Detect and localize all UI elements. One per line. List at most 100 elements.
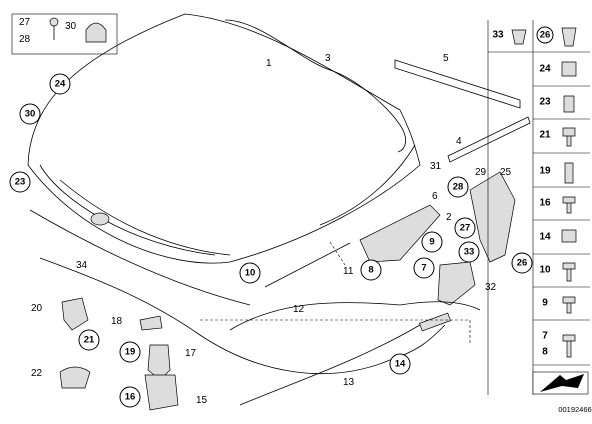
- sidebar-label-7: 7: [542, 331, 548, 342]
- svg-text:8: 8: [368, 265, 373, 276]
- svg-text:24: 24: [55, 79, 66, 90]
- part-label-30: 30: [65, 21, 77, 32]
- part-label-3: 3: [325, 53, 331, 64]
- strip-5: [394, 59, 521, 109]
- part-label-32: 32: [485, 282, 497, 293]
- hinge-25: [469, 171, 516, 263]
- callout-30: 30: [19, 103, 41, 125]
- guide-dashed-2: [329, 241, 346, 266]
- emblem-icon: [90, 212, 110, 226]
- svg-text:23: 23: [15, 177, 26, 188]
- callout-8: 8: [360, 259, 382, 281]
- svg-text:14: 14: [539, 232, 551, 243]
- svg-text:9: 9: [429, 237, 434, 248]
- callout-9: 9: [421, 231, 443, 253]
- seal-3: [224, 19, 407, 153]
- svg-text:7: 7: [421, 263, 426, 274]
- svg-text:26: 26: [517, 258, 528, 269]
- bracket-32: [437, 261, 476, 306]
- sidebar-label-21: 21: [539, 130, 551, 141]
- callout-21: 21: [78, 329, 100, 351]
- svg-text:8: 8: [542, 347, 548, 358]
- callout-10: 10: [239, 262, 261, 284]
- part-label-27: 27: [19, 17, 31, 28]
- svg-text:7: 7: [542, 331, 548, 342]
- svg-text:10: 10: [539, 265, 551, 276]
- bolt-icon-7: [562, 334, 576, 358]
- hinge-2: [359, 204, 441, 263]
- release-handle-14: [419, 312, 451, 332]
- svg-text:23: 23: [539, 97, 551, 108]
- cable-13: [239, 324, 421, 406]
- callout-27: 27: [454, 217, 476, 239]
- part-label-15: 15: [196, 395, 208, 406]
- part-label-22: 22: [31, 368, 43, 379]
- seal-31: [319, 144, 416, 226]
- cable-12: [229, 301, 481, 331]
- svg-text:19: 19: [539, 166, 551, 177]
- sidebar-label-16: 16: [539, 198, 551, 209]
- callout-33: 33: [458, 241, 480, 263]
- clip-icon-14: [561, 229, 577, 243]
- svg-text:33: 33: [492, 30, 504, 41]
- svg-text:21: 21: [539, 130, 551, 141]
- part-label-1: 1: [266, 58, 272, 69]
- svg-text:16: 16: [125, 392, 136, 403]
- bolt-icon-27: [49, 17, 59, 40]
- strip-4: [447, 116, 531, 163]
- svg-text:14: 14: [395, 359, 406, 370]
- screw-icon-16: [562, 196, 576, 214]
- clip-icon-24: [561, 61, 577, 77]
- part-label-12: 12: [293, 304, 305, 315]
- part-label-34: 34: [76, 260, 88, 271]
- svg-text:27: 27: [460, 223, 471, 234]
- gas-strut-11: [264, 242, 351, 288]
- buffer-icon-23: [563, 95, 575, 113]
- part-label-13: 13: [343, 377, 355, 388]
- seal-31-lower: [29, 209, 251, 306]
- svg-text:21: 21: [84, 335, 95, 346]
- part-label-11: 11: [343, 266, 354, 277]
- svg-text:30: 30: [25, 109, 36, 120]
- svg-text:9: 9: [542, 298, 548, 309]
- lock-15: [144, 374, 179, 411]
- callout-16: 16: [119, 386, 141, 408]
- svg-text:16: 16: [539, 198, 551, 209]
- bolt-icon-9: [562, 296, 576, 314]
- grommet-icon-33: [511, 29, 527, 45]
- pin-icon-19: [564, 162, 574, 184]
- svg-text:10: 10: [245, 268, 256, 279]
- part-label-18: 18: [111, 316, 123, 327]
- latch-20: [61, 297, 89, 331]
- part-label-29: 29: [475, 167, 487, 178]
- callout-14: 14: [389, 353, 411, 375]
- callout-19: 19: [119, 341, 141, 363]
- callout-7: 7: [413, 257, 435, 279]
- svg-text:24: 24: [539, 64, 551, 75]
- sidebar-label-8: 8: [542, 347, 548, 358]
- sidebar-label-33: 33: [492, 30, 504, 41]
- svg-text:33: 33: [464, 247, 475, 258]
- hood-panel: [27, 13, 421, 264]
- clip-18: [139, 315, 163, 331]
- part-label-31: 31: [430, 161, 442, 172]
- sidebar-label-23: 23: [539, 97, 551, 108]
- svg-text:28: 28: [453, 182, 464, 193]
- sidebar-label-19: 19: [539, 166, 551, 177]
- callout-23: 23: [9, 171, 31, 193]
- part-label-2: 2: [446, 212, 452, 223]
- buffer-22: [59, 366, 91, 389]
- sidebar-label-24: 24: [539, 64, 551, 75]
- part-label-20: 20: [31, 303, 43, 314]
- svg-text:26: 26: [540, 30, 551, 41]
- sidebar-label-26: 26: [536, 26, 554, 44]
- cable-34: [39, 257, 446, 374]
- svg-text:19: 19: [125, 347, 136, 358]
- clip-icon-30: [85, 22, 107, 43]
- bolt-icon-21: [562, 127, 576, 147]
- part-label-4: 4: [456, 136, 462, 147]
- sidebar-label-10: 10: [539, 265, 551, 276]
- part-label-5: 5: [443, 53, 449, 64]
